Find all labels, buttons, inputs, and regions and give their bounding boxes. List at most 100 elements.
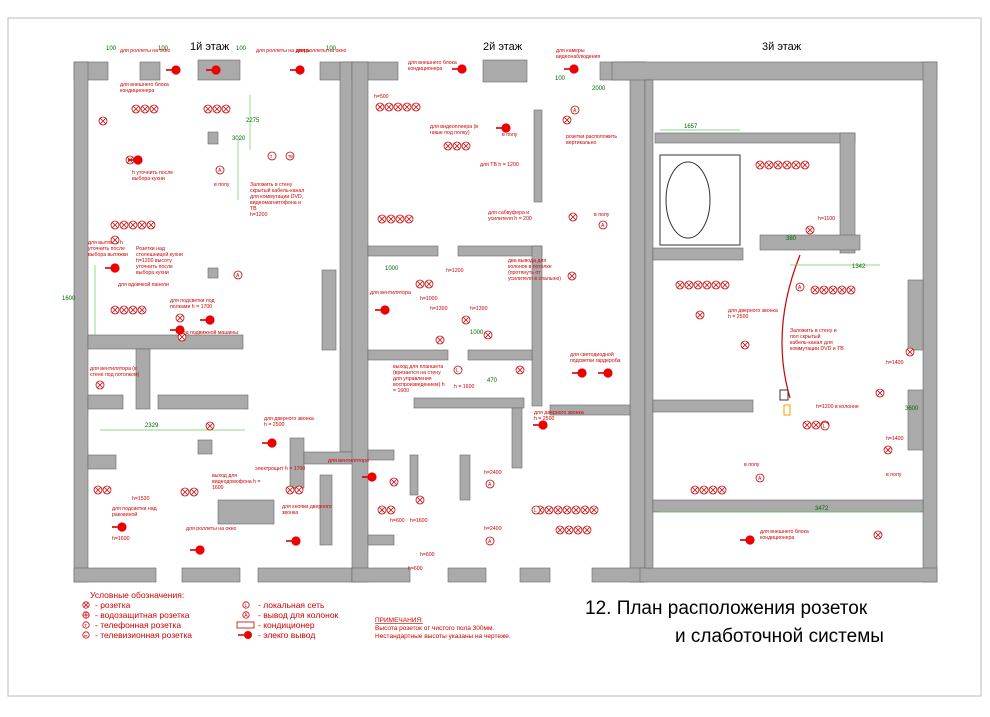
legend-item-tv: тв - телевизионная розетка <box>82 630 192 640</box>
socket-icon <box>883 445 893 455</box>
dimension-label: 2000 <box>592 86 606 92</box>
annotation-label: h=2400 <box>484 470 502 476</box>
dimension-label: 2275 <box>246 118 260 124</box>
socket-icon <box>424 279 434 289</box>
socket-icon <box>443 141 453 151</box>
dimension-label: 100 <box>326 46 337 52</box>
socket-icon <box>791 160 801 170</box>
socket-icon <box>119 220 129 230</box>
socket-icon <box>435 335 445 345</box>
dimension-label: 100 <box>555 76 566 82</box>
socket-icon <box>110 220 120 230</box>
socket-icon <box>128 220 138 230</box>
socket-icon <box>755 160 765 170</box>
annotation-label: h=1400 <box>886 360 904 366</box>
lan-icon: L <box>453 365 463 375</box>
legend-item-speaker: A - вывод для колонок <box>242 610 339 620</box>
socket-icon <box>819 285 829 295</box>
annotation-label: h=1600 <box>410 518 428 524</box>
power-outlet-icon <box>740 535 755 545</box>
socket-icon <box>675 280 685 290</box>
socket-icon <box>461 141 471 151</box>
notes: ПРИМЕЧАНИЯ: Высота розеток от чистого по… <box>375 617 511 640</box>
speaker-icon: A <box>242 611 250 619</box>
legend-text-waterproof: - водозащитная розетка <box>95 610 190 620</box>
annotation-label: h=500 <box>374 94 389 100</box>
socket-icon <box>568 212 578 222</box>
phone-socket-icon: т <box>82 621 90 629</box>
power-outlet-icon <box>452 64 467 74</box>
socket-icon <box>693 280 703 290</box>
waterproof-socket-icon <box>82 611 90 619</box>
annotation-label: для вентилятора <box>370 290 411 296</box>
legend-text-speaker: - вывод для колонок <box>258 610 339 620</box>
dimension-label: 3020 <box>232 136 246 142</box>
svg-text:т: т <box>85 623 88 629</box>
legend-text-phone: - телефонная розетка <box>95 620 181 630</box>
socket-icon <box>411 102 421 112</box>
power-outlet-icon <box>238 631 252 639</box>
dimension-label: 380 <box>786 236 797 242</box>
socket-icon <box>375 102 385 112</box>
socket-icon <box>515 365 525 375</box>
sheet-title-line-1: 12. План расположения розеток <box>585 598 868 619</box>
power-outlet-icon <box>496 123 511 133</box>
annotation-label: для вдовчкой панели <box>118 281 169 288</box>
socket-icon <box>140 104 150 114</box>
socket-icon <box>452 141 462 151</box>
annotation-label: h=1530 <box>132 496 150 502</box>
socket-icon <box>386 214 396 224</box>
power-outlet-icon <box>262 438 277 448</box>
socket-icon <box>684 280 694 290</box>
dimension-label: 1000 <box>385 266 399 272</box>
socket-icon <box>393 102 403 112</box>
socket-icon <box>567 271 577 281</box>
annotation-label: h=1200 <box>446 268 464 274</box>
dimension-lines <box>94 95 920 513</box>
socket-icon <box>146 220 156 230</box>
socket-icon <box>189 487 199 497</box>
socket-icon <box>404 214 414 224</box>
socket-icon <box>175 313 185 323</box>
speaker-icon: A <box>755 473 765 483</box>
power-outlet-icon <box>128 155 143 165</box>
socket-icon <box>377 505 387 515</box>
legend-item-ac: - кондиционер <box>236 620 315 630</box>
socket-icon <box>415 279 425 289</box>
socket-icon <box>294 485 304 495</box>
socket-icon <box>377 214 387 224</box>
power-outlet-icon <box>200 315 215 325</box>
socket-icon <box>128 305 138 315</box>
socket-icon <box>582 525 592 535</box>
tv-socket-icon: тв <box>285 151 295 161</box>
socket-icon <box>810 285 820 295</box>
socket-icon <box>580 505 590 515</box>
annotation-label: h=1600 <box>112 536 130 542</box>
socket-icon <box>395 214 405 224</box>
legend-text-power: - элекго вывод <box>258 630 315 640</box>
socket-icon <box>285 485 295 495</box>
socket-icon <box>131 104 141 114</box>
dimension-label: 3600 <box>905 406 919 412</box>
socket-icon <box>905 347 915 357</box>
svg-text:A: A <box>798 285 802 291</box>
power-outlet-icon <box>206 65 221 75</box>
socket-icon <box>846 285 856 295</box>
speaker-icon: A <box>485 536 495 546</box>
annotation-label: h = 1600 <box>454 384 474 390</box>
dimension-label: 470 <box>487 378 498 384</box>
power-outlet-icon <box>105 263 120 273</box>
annotation-label: h=600 <box>420 552 435 558</box>
